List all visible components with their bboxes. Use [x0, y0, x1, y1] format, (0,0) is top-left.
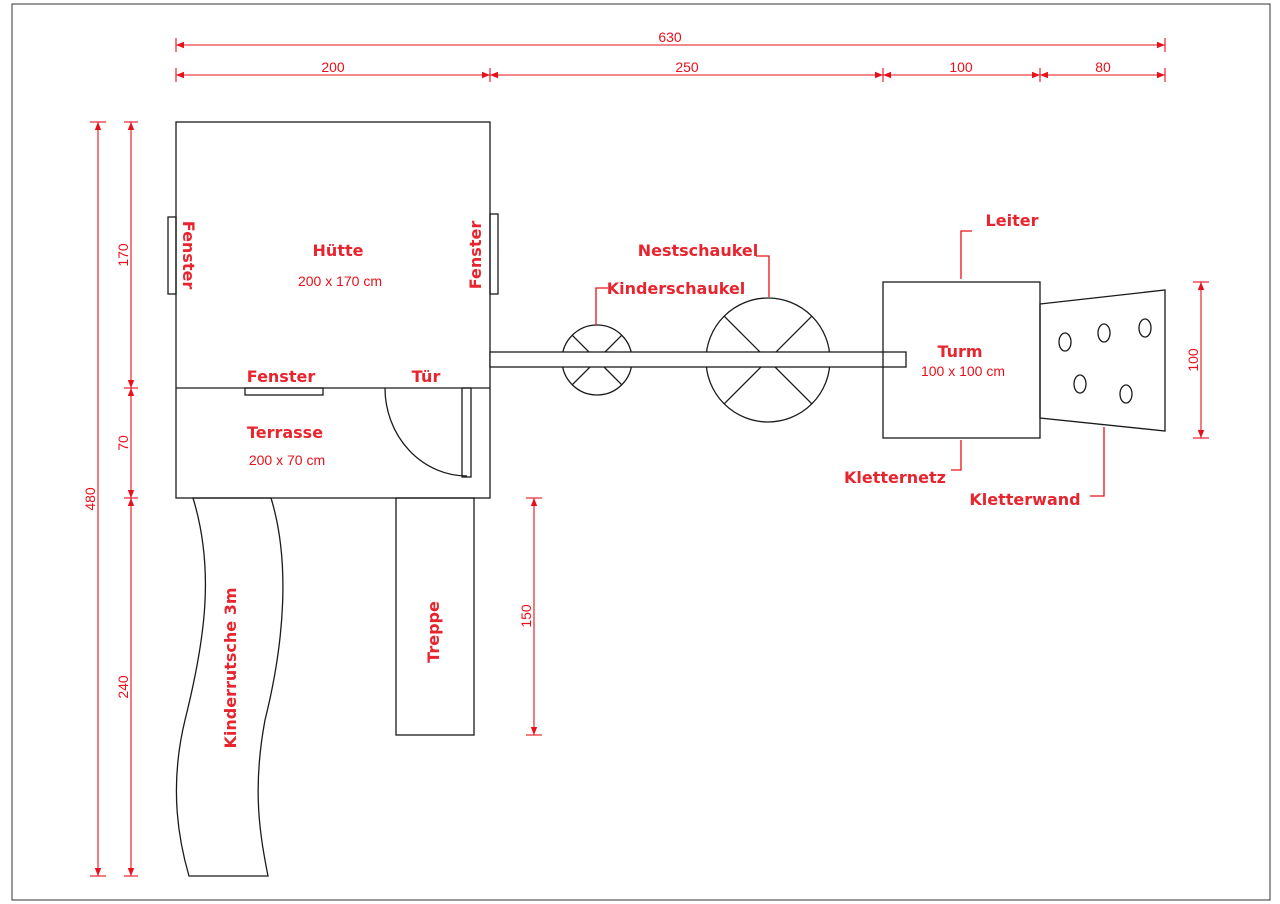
slide-label: Kinderrutsche 3m — [221, 587, 240, 748]
hut-label: Hütte — [313, 241, 364, 260]
hut-outline — [175, 121, 491, 499]
door — [384, 387, 472, 478]
climbing-wall-label: Kletterwand — [969, 490, 1080, 509]
swing-beam — [489, 351, 907, 368]
dimension-label-slide-length: 240 — [115, 675, 131, 699]
dimension-label-stairs-length: 150 — [518, 604, 534, 628]
window-right-frame — [489, 213, 499, 295]
climbing-wall-outline — [1039, 289, 1166, 432]
dimension-label-terrace-depth: 70 — [115, 435, 131, 451]
window-front-frame — [244, 387, 324, 396]
dimension-label-climbing-wall-width: 80 — [1095, 59, 1111, 75]
door-swing-arc — [384, 387, 468, 477]
sheet-frame — [11, 3, 1271, 901]
door-leaf — [461, 387, 472, 478]
tower-label: Turm — [937, 342, 982, 361]
slide-outline — [175, 497, 284, 877]
stairs-outline — [395, 497, 475, 736]
stairs-label: Treppe — [424, 601, 443, 663]
climbing-hold — [1138, 318, 1152, 338]
dimension-label-total-width: 630 — [658, 29, 682, 45]
dimension-stairs: 150 — [518, 497, 542, 736]
dimension-total-width: 630 — [175, 29, 1166, 52]
dimension-tower-depth: 100 — [1185, 281, 1209, 439]
hut-size-label: 200 x 170 cm — [298, 273, 382, 289]
window-left-label: Fenster — [179, 221, 198, 290]
dimension-row-widths: 200 250 100 80 — [175, 59, 1166, 82]
climbing-wall — [1039, 289, 1166, 432]
dimension-label-hut-width: 200 — [321, 59, 345, 75]
dimension-label-tower-depth: 100 — [1185, 348, 1201, 372]
climbing-hold — [1073, 374, 1087, 394]
climbing-hold — [1058, 332, 1072, 352]
door-label: Tür — [412, 367, 441, 386]
dimension-label-hut-depth: 170 — [115, 243, 131, 267]
nest-swing-label: Nestschaukel — [638, 241, 759, 260]
terrace-label: Terrasse — [247, 423, 323, 442]
tower-size-label: 100 x 100 cm — [921, 363, 1005, 379]
climbing-hold — [1097, 323, 1111, 343]
window-front-label: Fenster — [247, 367, 316, 386]
dimension-total-depth: 480 — [82, 121, 106, 877]
dimension-column-depths: 170 70 240 — [115, 121, 138, 877]
window-right-label: Fenster — [466, 221, 485, 290]
climbing-hold — [1119, 384, 1133, 404]
climbing-net-label: Kletternetz — [844, 468, 946, 487]
ladder-label: Leiter — [986, 211, 1039, 230]
terrace-size-label: 200 x 70 cm — [249, 452, 325, 468]
dimension-label-total-depth: 480 — [82, 487, 98, 511]
child-swing-label: Kinderschaukel — [607, 279, 746, 298]
dimension-label-tower-width: 100 — [949, 59, 973, 75]
window-left-frame — [167, 216, 177, 295]
dimension-label-swing-span: 250 — [675, 59, 699, 75]
hut — [167, 121, 499, 499]
